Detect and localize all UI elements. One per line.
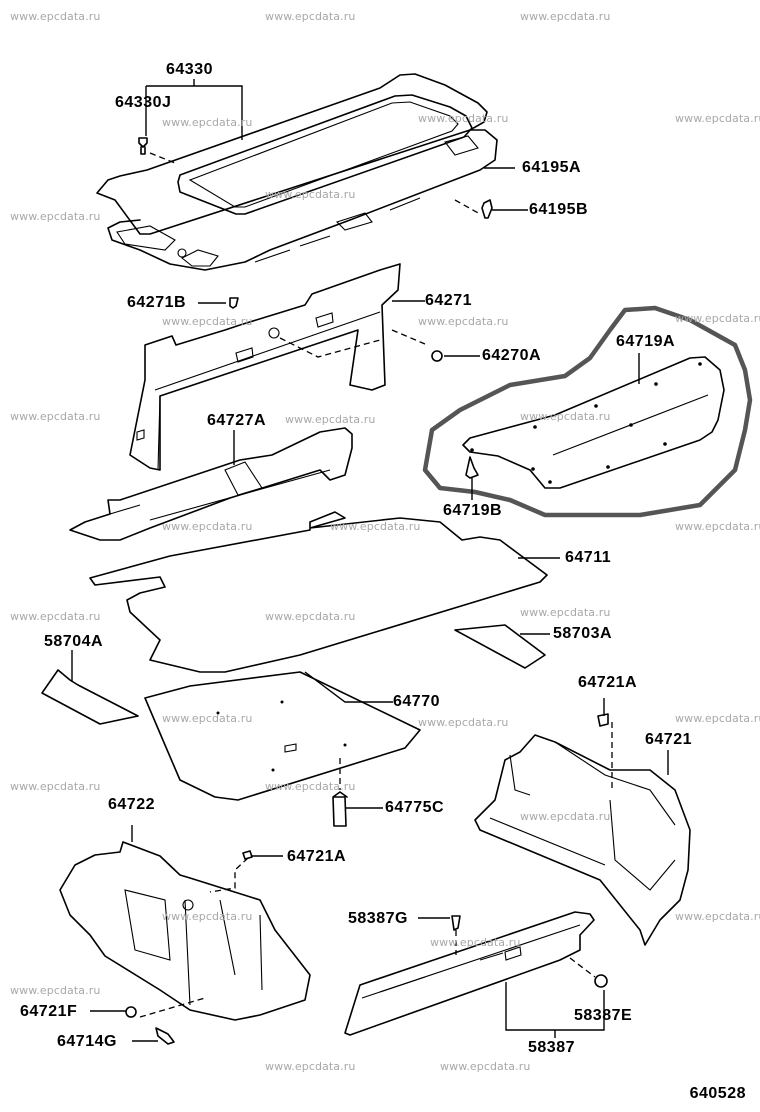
leader-58387 xyxy=(505,982,605,1038)
luggage-mat-drawing xyxy=(89,511,548,673)
floor-board-drawing xyxy=(144,671,421,801)
part-label-64271[interactable]: 64271 xyxy=(425,292,472,309)
part-label-64714g[interactable]: 64714G xyxy=(57,1033,117,1050)
part-label-64727a[interactable]: 64727A xyxy=(207,412,267,429)
dash-64195b xyxy=(454,199,481,215)
part-label-64770[interactable]: 64770 xyxy=(393,693,440,710)
part-label-64719a[interactable]: 64719A xyxy=(616,333,676,350)
part-label-64722[interactable]: 64722 xyxy=(108,796,155,813)
part-label-64721f[interactable]: 64721F xyxy=(20,1003,78,1020)
illustration-code: 640528 xyxy=(689,1085,746,1102)
part-label-64775c[interactable]: 64775C xyxy=(385,799,445,816)
clip-64195b-drawing xyxy=(481,199,493,219)
dash-58387e xyxy=(569,957,596,978)
leader-64770 xyxy=(304,671,393,703)
part-label-64195a[interactable]: 64195A xyxy=(522,159,582,176)
highlight-outline xyxy=(422,305,753,518)
part-label-64330[interactable]: 64330 xyxy=(166,61,213,78)
side-trim-left-drawing xyxy=(59,841,311,1021)
dash-64721f xyxy=(139,997,206,1018)
part-label-64271b[interactable]: 64271B xyxy=(127,294,187,311)
clip-64719b-drawing xyxy=(465,456,479,479)
floor-pad-right-drawing xyxy=(454,624,546,669)
clip-64721a-right-drawing xyxy=(597,713,609,727)
part-label-64721a-left[interactable]: 64721A xyxy=(287,848,347,865)
floor-pad-left-drawing xyxy=(41,669,139,725)
part-label-64330j[interactable]: 64330J xyxy=(115,94,172,111)
part-label-64195b[interactable]: 64195B xyxy=(529,201,589,218)
nut-58387e-drawing xyxy=(594,974,608,988)
fastener-64721f-drawing xyxy=(125,1006,137,1018)
part-label-64721a-right[interactable]: 64721A xyxy=(578,674,638,691)
part-label-58387[interactable]: 58387 xyxy=(528,1039,575,1056)
dash-64270a xyxy=(279,329,426,358)
floor-spacer-drawing xyxy=(69,427,353,541)
dash-64330j xyxy=(149,152,176,164)
holder-64775c-drawing xyxy=(332,791,348,827)
package-tray-trim-drawing xyxy=(96,73,498,271)
part-label-58704a[interactable]: 58704A xyxy=(44,633,104,650)
side-trim-right-drawing xyxy=(474,734,691,946)
part-label-64711[interactable]: 64711 xyxy=(565,549,612,566)
rear-seat-panel-drawing xyxy=(129,263,401,471)
trunk-lid-trim-drawing xyxy=(462,356,725,489)
screw-64714g-drawing xyxy=(155,1027,175,1045)
part-label-58387g[interactable]: 58387G xyxy=(348,910,408,927)
scuff-plate-drawing xyxy=(344,911,595,1036)
part-label-58703a[interactable]: 58703A xyxy=(553,625,613,642)
clip-64271b-drawing xyxy=(229,297,239,309)
nut-64270a-drawing xyxy=(431,350,443,362)
clip-64330j-drawing xyxy=(138,137,148,155)
clip-58387g-drawing xyxy=(451,915,461,931)
part-label-58387e[interactable]: 58387E xyxy=(574,1007,633,1024)
part-label-64721[interactable]: 64721 xyxy=(645,731,692,748)
part-label-64719b[interactable]: 64719B xyxy=(443,502,503,519)
clip-64721a-left-drawing xyxy=(242,850,253,860)
leader-64330 xyxy=(145,79,243,140)
part-label-64270a[interactable]: 64270A xyxy=(482,347,542,364)
